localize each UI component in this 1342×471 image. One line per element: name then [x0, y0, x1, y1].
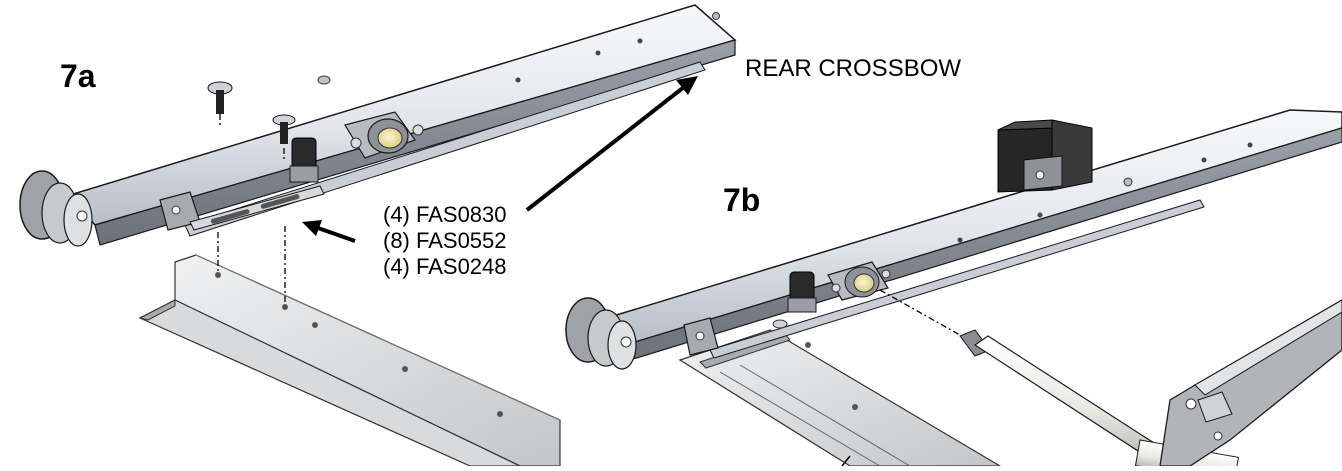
fastener-callout-item: (8) FAS0552: [383, 228, 507, 253]
fastener-callout-item: (4) FAS0830: [383, 202, 507, 227]
step-7a-drawing: [19, 4, 737, 467]
arrow-to-rear-crossbow: [525, 76, 698, 212]
arrow-to-fasteners: [302, 220, 356, 243]
leader-arrows: [302, 76, 698, 243]
step-label-7a: 7a: [60, 58, 96, 94]
end-rollers-7a: [19, 170, 93, 247]
side-arm-7b: [1159, 299, 1342, 467]
end-rollers-7b: [565, 297, 637, 370]
hardware-7b: [683, 261, 891, 356]
step-7b-drawing: [565, 109, 1342, 471]
bolts-7a: [207, 75, 331, 144]
hardware-7a: [159, 111, 424, 231]
fastener-callout-list: (4) FAS0830 (8) FAS0552 (4) FAS0248: [383, 202, 507, 280]
u-bracket-7b: [997, 119, 1093, 193]
fastener-callout-item: (4) FAS0248: [383, 254, 507, 279]
alignment-lines-7a: [217, 114, 286, 305]
rear-crossbow-label: REAR CROSSBOW: [745, 55, 962, 82]
step-label-7b: 7b: [723, 182, 761, 218]
lower-channel-7a: [138, 254, 561, 467]
